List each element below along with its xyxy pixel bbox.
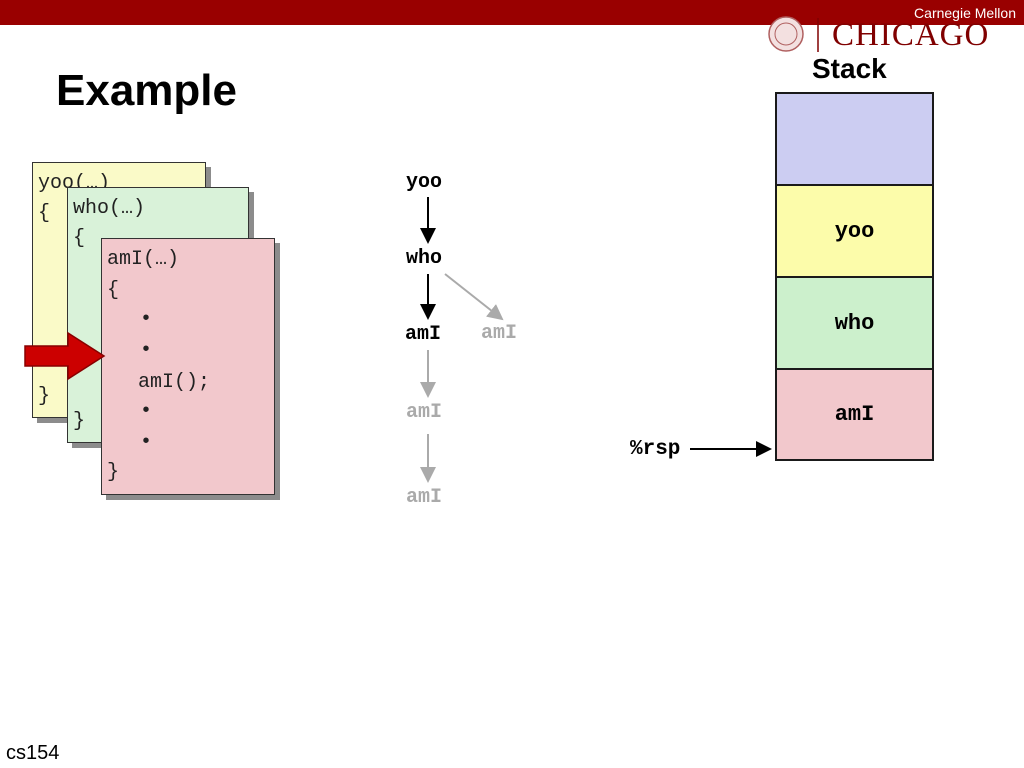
brand-label: Carnegie Mellon bbox=[914, 5, 1016, 21]
who-open-brace: { bbox=[73, 227, 86, 250]
who-close-brace: } bbox=[73, 410, 86, 433]
ami-bullet: • bbox=[140, 400, 153, 423]
top-bar: Carnegie Mellon bbox=[0, 0, 1024, 25]
edge-who-ami-sibling bbox=[444, 273, 504, 321]
current-line-arrow-icon bbox=[24, 331, 106, 381]
ami-recursive-call: amI(); bbox=[138, 371, 211, 394]
university-logo bbox=[768, 16, 819, 52]
slide-title: Example bbox=[56, 66, 237, 115]
ami-code-card: amI(…) { • • amI(); • • } bbox=[101, 238, 275, 495]
yoo-open-brace: { bbox=[38, 202, 51, 225]
call-tree-who: who bbox=[406, 247, 443, 270]
stack-frame-caller bbox=[775, 92, 934, 184]
ami-bullet: • bbox=[140, 308, 153, 331]
course-footer: cs154 bbox=[6, 742, 60, 764]
who-signature: who(…) bbox=[73, 197, 146, 220]
stack-frame-ami: amI bbox=[775, 368, 934, 461]
ami-bullet: • bbox=[140, 431, 153, 454]
ami-close-brace: } bbox=[107, 461, 120, 484]
ami-open-brace: { bbox=[107, 279, 120, 302]
ami-signature: amI(…) bbox=[107, 248, 180, 271]
call-tree-ami-future: amI bbox=[406, 401, 443, 424]
stack-diagram: yoo who amI bbox=[775, 92, 934, 461]
stack-frame-yoo: yoo bbox=[775, 184, 934, 276]
stack-title: Stack bbox=[812, 53, 887, 84]
stack-frame-who: who bbox=[775, 276, 934, 368]
logo-wordmark: CHICAGO bbox=[832, 17, 990, 53]
call-tree-ami-future-2: amI bbox=[406, 486, 443, 509]
call-tree-yoo: yoo bbox=[406, 171, 443, 194]
ami-bullet: • bbox=[140, 339, 153, 362]
yoo-close-brace: } bbox=[38, 385, 51, 408]
rsp-label: %rsp bbox=[630, 438, 681, 461]
call-tree-ami-active: amI bbox=[405, 323, 442, 346]
call-tree-ami-sibling: amI bbox=[481, 322, 518, 345]
